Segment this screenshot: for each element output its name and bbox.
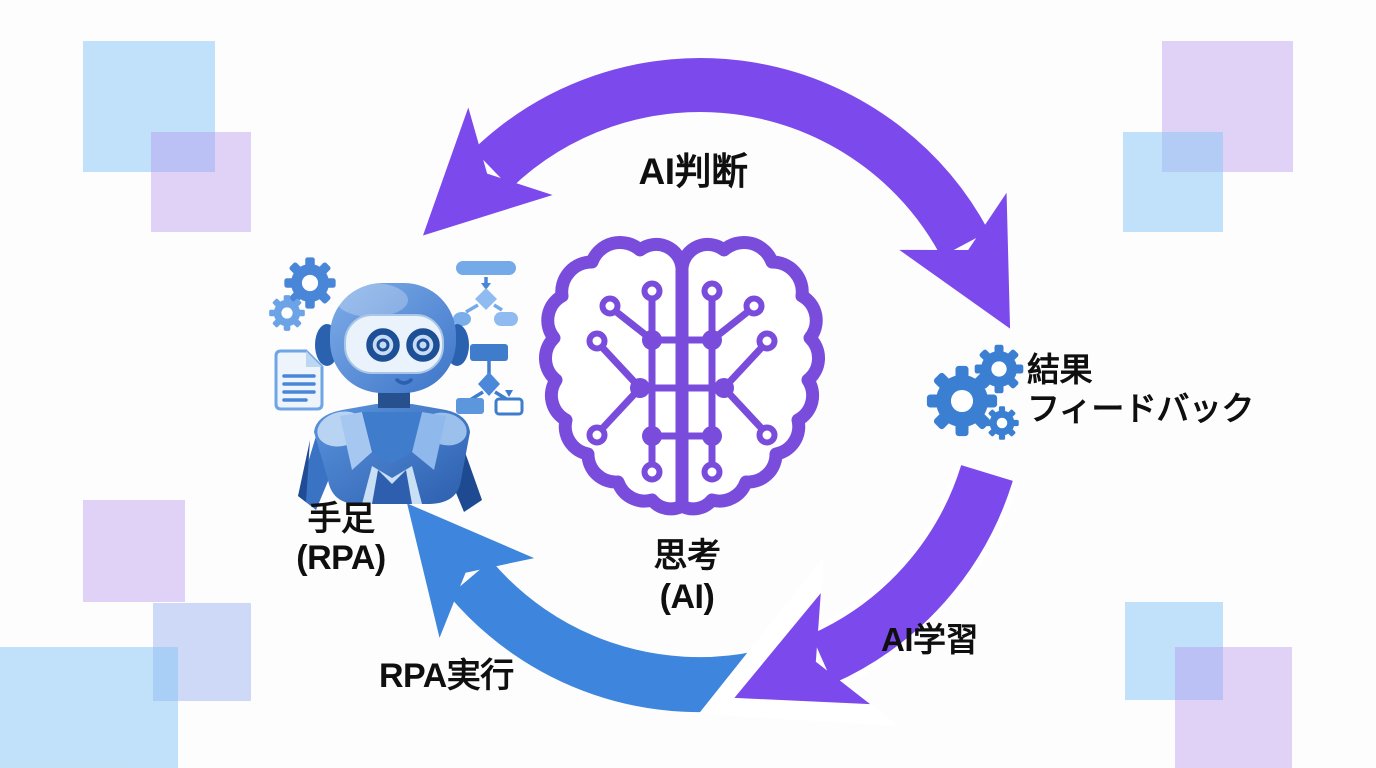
- gear-icon: [269, 295, 305, 331]
- label-ai-thinking-main: 思考: [653, 537, 722, 575]
- robot-icon: [269, 257, 524, 512]
- flowchart-icon: [456, 344, 524, 416]
- gears-icon: [926, 344, 1024, 440]
- decor-square: [0, 647, 178, 768]
- label-ai-thinking: 思考 (AI): [653, 536, 722, 618]
- document-icon: [274, 349, 324, 411]
- decor-square: [1123, 132, 1223, 232]
- label-ai-judgment: AI判断: [638, 151, 749, 192]
- decor-square: [83, 500, 185, 602]
- decor-square: [83, 41, 215, 172]
- arrow-ai-learning: [734, 464, 1013, 705]
- label-rpa-hands-main: 手足: [307, 500, 376, 538]
- decor-square: [1125, 602, 1223, 700]
- decor-square: [1175, 647, 1292, 768]
- brain-icon: [545, 242, 818, 508]
- label-ai-learning: AI学習: [881, 621, 979, 658]
- decor-square: [151, 132, 251, 232]
- label-rpa-hands: 手足 (RPA): [296, 500, 386, 578]
- label-rpa-hands-sub: (RPA): [296, 539, 386, 578]
- flowchart-icon: [453, 261, 518, 326]
- label-result-line1: 結果: [1027, 351, 1092, 388]
- label-rpa-execution: RPA実行: [379, 657, 514, 695]
- label-result-line2: フィードバック: [1027, 389, 1254, 427]
- arrow-ai-judgment: [422, 58, 1011, 329]
- label-ai-thinking-sub: (AI): [659, 577, 715, 616]
- label-result-feedback: 結果 フィードバック: [1027, 351, 1254, 428]
